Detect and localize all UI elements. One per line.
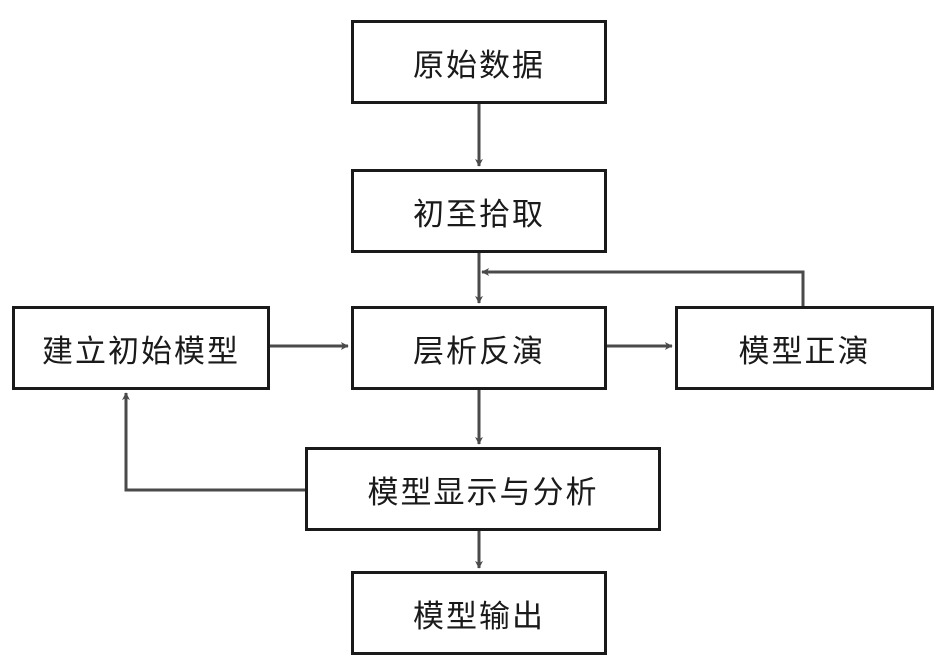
node-model-output: 模型输出 [351,571,607,655]
node-model-output-label: 模型输出 [413,598,545,635]
arrow-forward-feedback [481,268,805,306]
node-first-break-picking: 初至拾取 [351,169,607,253]
node-tomographic-inversion: 层析反演 [351,306,607,390]
node-forward-modeling: 模型正演 [675,306,934,390]
node-model-display-analysis: 模型显示与分析 [305,447,661,531]
node-tomographic-inversion-label: 层析反演 [413,333,545,370]
node-build-initial-model-label: 建立初始模型 [42,333,240,370]
arrow-display-to-build [122,392,305,492]
node-model-display-analysis-label: 模型显示与分析 [367,474,599,511]
node-raw-data: 原始数据 [351,20,607,104]
node-first-break-picking-label: 初至拾取 [413,196,545,233]
node-raw-data-label: 原始数据 [413,47,545,84]
node-forward-modeling-label: 模型正演 [738,333,871,370]
node-build-initial-model: 建立初始模型 [12,306,270,390]
